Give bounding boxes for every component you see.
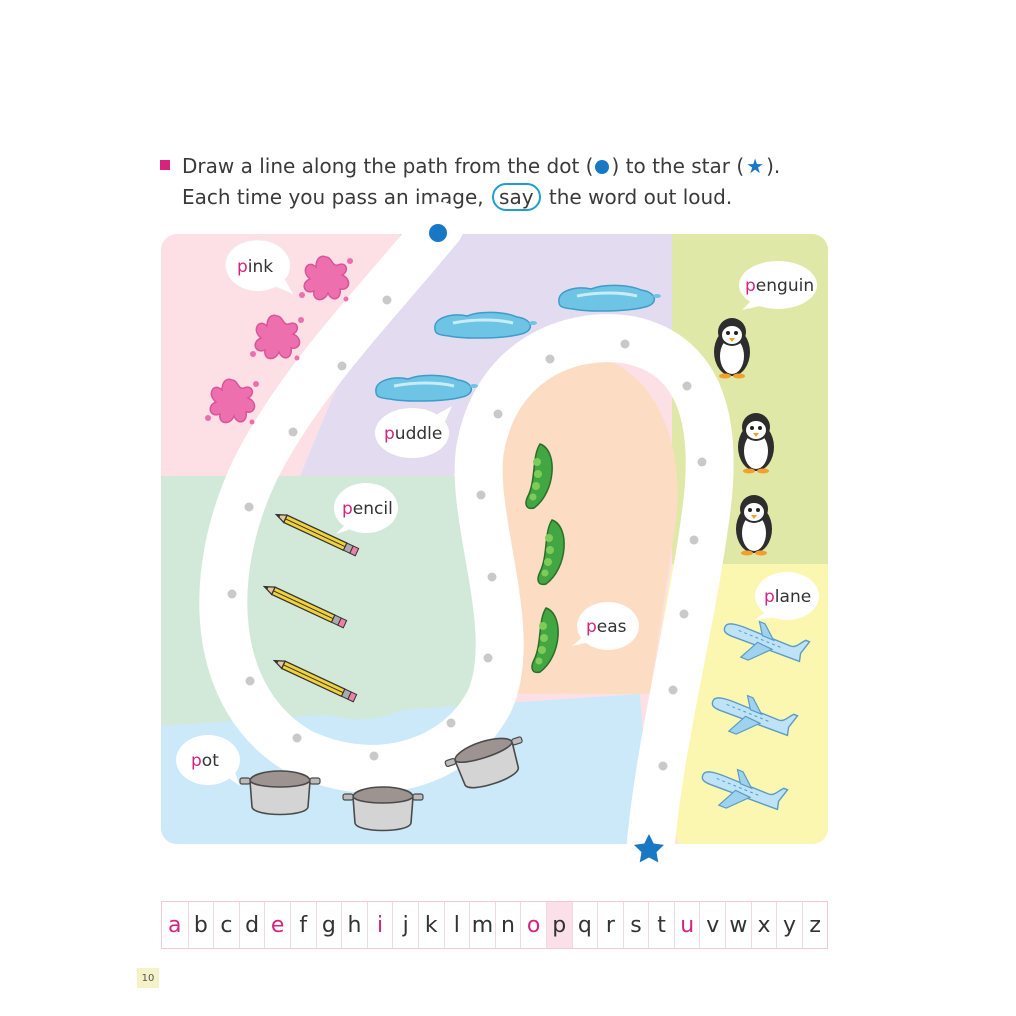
alphabet-letter-k: k	[417, 902, 444, 948]
instruction-bullet	[160, 160, 170, 170]
alphabet-letter-y: y	[776, 902, 802, 948]
white-path-track[interactable]	[199, 202, 734, 876]
word-bubble-penguin: penguin	[739, 261, 817, 310]
alphabet-letter-j: j	[392, 902, 418, 948]
word-bubble-puddle: puddle	[375, 406, 452, 458]
svg-text:penguin: penguin	[745, 276, 814, 296]
star-symbol-icon: ★	[746, 154, 765, 178]
instruction-text: the word out loud.	[548, 185, 733, 209]
word-bubble-peas: peas	[572, 602, 639, 650]
alphabet-letter-f: f	[289, 902, 316, 948]
alphabet-letter-q: q	[571, 902, 598, 948]
alphabet-letter-b: b	[187, 902, 214, 948]
word-bubble-plane: plane	[754, 572, 819, 620]
svg-text:pencil: pencil	[342, 499, 393, 519]
alphabet-letter-z: z	[801, 902, 828, 948]
alphabet-letter-c: c	[213, 902, 239, 948]
word-bubble-pink: pink	[225, 239, 294, 294]
alphabet-letter-r: r	[597, 902, 623, 948]
alphabet-letter-w: w	[725, 902, 751, 948]
svg-text:plane: plane	[764, 587, 811, 607]
alphabet-letter-e: e	[264, 902, 290, 948]
instruction-text: Draw a line along the path from the dot …	[182, 154, 594, 178]
word-bubble-pot: pot	[176, 735, 240, 786]
alphabet-letter-o: o	[520, 902, 546, 948]
say-speech-bubble: say	[492, 183, 541, 211]
alphabet-letter-h: h	[341, 902, 367, 948]
instruction-text: ).	[766, 154, 781, 178]
word-bubble-pencil: pencil	[334, 483, 398, 534]
alphabet-letter-g: g	[315, 902, 342, 948]
instruction-text: ) to the star (	[611, 154, 745, 178]
alphabet-letter-i: i	[366, 902, 393, 948]
end-star-icon	[634, 834, 664, 863]
alphabet-letter-d: d	[238, 902, 265, 948]
instruction-line-1: Draw a line along the path from the dot …	[182, 150, 780, 182]
alphabet-letter-l: l	[443, 902, 470, 948]
alphabet-letter-m: m	[469, 902, 495, 948]
svg-text:pot: pot	[191, 751, 219, 771]
alphabet-letter-u: u	[673, 902, 700, 948]
instruction-line-2: Each time you pass an image, say the wor…	[182, 181, 732, 213]
svg-text:puddle: puddle	[384, 424, 442, 444]
page-number: 10	[137, 968, 159, 988]
svg-text:pink: pink	[237, 257, 273, 277]
alphabet-letter-n: n	[494, 902, 521, 948]
alphabet-letter-x: x	[750, 902, 777, 948]
alphabet-letter-s: s	[622, 902, 649, 948]
alphabet-letter-a: a	[168, 912, 182, 938]
svg-text:peas: peas	[586, 617, 627, 637]
alphabet-letter-v: v	[699, 902, 725, 948]
start-dot-icon	[429, 224, 447, 242]
dot-symbol-icon	[595, 160, 610, 174]
alphabet-letter-p: p	[545, 902, 572, 948]
alphabet-letter-t: t	[648, 902, 674, 948]
path-guide-dots	[227, 295, 707, 771]
